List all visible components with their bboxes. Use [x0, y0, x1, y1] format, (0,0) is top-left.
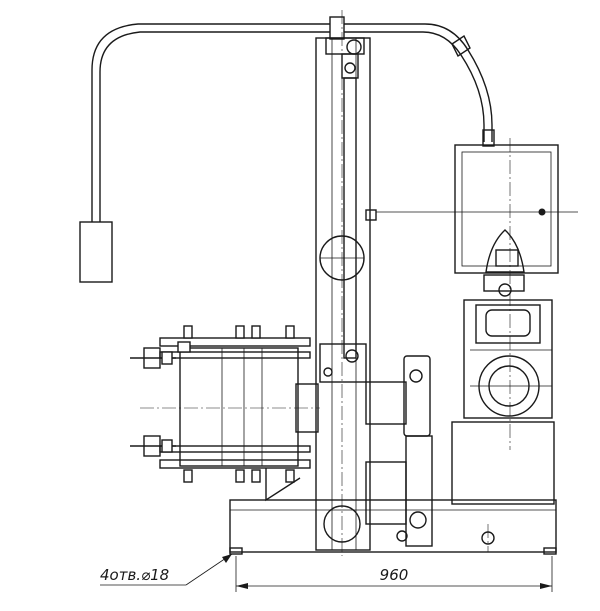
base-foot-right — [543, 547, 557, 555]
holes-note-label: 4отв.⌀18 — [100, 566, 169, 584]
pendant-control-box — [79, 221, 113, 283]
column-base-wheel — [323, 505, 361, 543]
holes-leader: 4отв.⌀18 — [100, 553, 233, 586]
torch-head — [485, 229, 525, 273]
carriage-bracket — [319, 343, 367, 383]
drive-motor — [365, 355, 433, 547]
dimension-960-label: 960 — [380, 566, 409, 584]
base-frame — [229, 499, 557, 555]
width-dimension: 960 — [235, 556, 553, 592]
motor-support-post — [405, 435, 433, 547]
motor-housing — [376, 138, 578, 450]
drum-assembly — [130, 325, 320, 483]
drum-support-brace — [265, 468, 301, 502]
vertical-column — [315, 10, 377, 556]
cable-joint — [451, 34, 471, 58]
right-base-block — [451, 421, 555, 505]
top-pulley — [346, 39, 362, 55]
top-clamp-bolt — [177, 341, 191, 353]
gearbox-unit — [463, 299, 553, 419]
lift-cylinder — [343, 77, 357, 359]
overhead-cable — [91, 16, 495, 222]
base-foot-left — [229, 547, 243, 555]
cable-clamp — [329, 16, 345, 40]
